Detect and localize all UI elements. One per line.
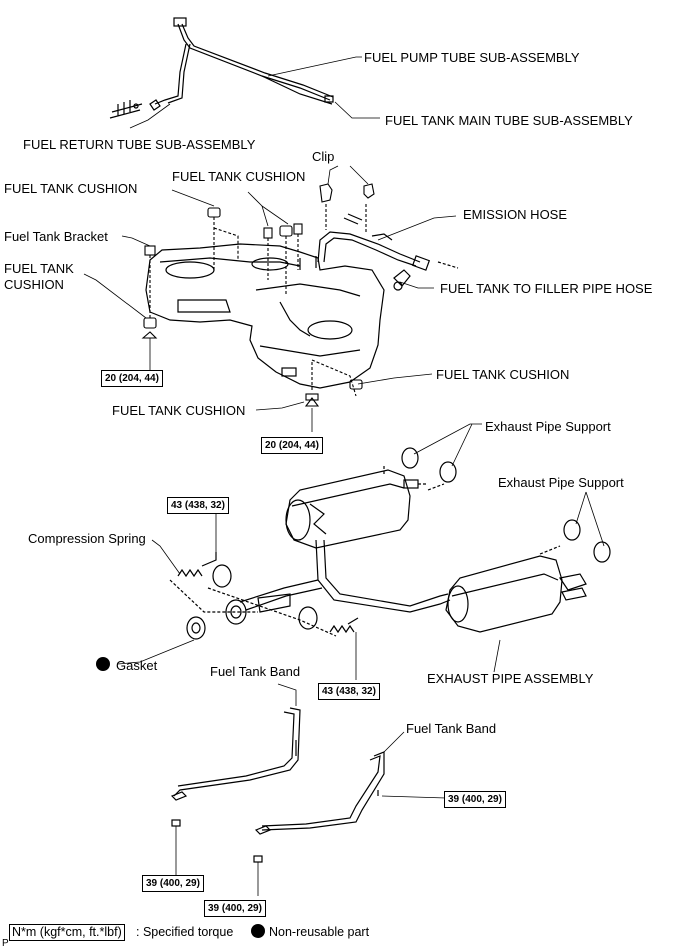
label-fuel-tank-cushion-3a: FUEL TANK (4, 261, 74, 276)
label-fuel-tank-main-tube: FUEL TANK MAIN TUBE SUB-ASSEMBLY (385, 113, 633, 128)
torque-box: 43 (438, 32) (318, 683, 380, 700)
exhaust-system (169, 447, 611, 640)
legend-units-box: N*m (kgf*cm, ft.*lbf) (9, 924, 125, 941)
label-fuel-tank-cushion-4: FUEL TANK CUSHION (436, 367, 570, 382)
torque-box: 39 (400, 29) (142, 875, 204, 892)
fuel-tube-assembly (109, 17, 334, 119)
label-clip: Clip (312, 149, 335, 164)
label-fuel-tank-band-1: Fuel Tank Band (210, 664, 301, 679)
label-fuel-return-tube: FUEL RETURN TUBE SUB-ASSEMBLY (23, 137, 256, 152)
filler-hose (393, 269, 411, 291)
torque-box: 43 (438, 32) (167, 497, 229, 514)
label-fuel-tank-cushion-2: FUEL TANK CUSHION (172, 169, 306, 184)
emission-hose (317, 213, 459, 271)
non-reusable-icon (96, 657, 110, 671)
label-exhaust-pipe-support-1: Exhaust Pipe Support (485, 419, 611, 434)
fuel-tank-bands (170, 683, 447, 896)
label-fuel-tank-band-2: Fuel Tank Band (406, 721, 497, 736)
label-exhaust-pipe-assembly: EXHAUST PIPE ASSEMBLY (427, 671, 594, 686)
label-filler-pipe-hose: FUEL TANK TO FILLER PIPE HOSE (440, 281, 653, 296)
tank-cushions (141, 207, 363, 407)
clips (319, 183, 375, 232)
torque-box: 39 (400, 29) (204, 900, 266, 917)
label-fuel-pump-tube: FUEL PUMP TUBE SUB-ASSEMBLY (364, 50, 580, 65)
label-fuel-tank-cushion-3b: CUSHION (4, 277, 64, 292)
label-fuel-tank-cushion-1: FUEL TANK CUSHION (4, 181, 138, 196)
label-fuel-tank-cushion-5: FUEL TANK CUSHION (112, 403, 246, 418)
torque-box: 20 (204, 44) (261, 437, 323, 454)
label-exhaust-pipe-support-2: Exhaust Pipe Support (498, 475, 624, 490)
label-emission-hose: EMISSION HOSE (463, 207, 568, 222)
exhaust-leaders (117, 423, 605, 680)
label-compression-spring: Compression Spring (28, 531, 146, 546)
torque-box: 20 (204, 44) (101, 370, 163, 387)
fuel-tank (145, 243, 385, 389)
legend-specified-torque: : Specified torque (136, 925, 234, 939)
footer-code: P (2, 938, 9, 949)
legend-non-reusable: Non-reusable part (269, 925, 370, 939)
label-gasket: Gasket (116, 658, 158, 673)
label-fuel-tank-bracket: Fuel Tank Bracket (4, 229, 108, 244)
tank-leaders (83, 165, 457, 432)
tube-leaders (129, 56, 380, 129)
torque-box: 39 (400, 29) (444, 791, 506, 808)
legend-non-reusable-icon (251, 924, 265, 938)
